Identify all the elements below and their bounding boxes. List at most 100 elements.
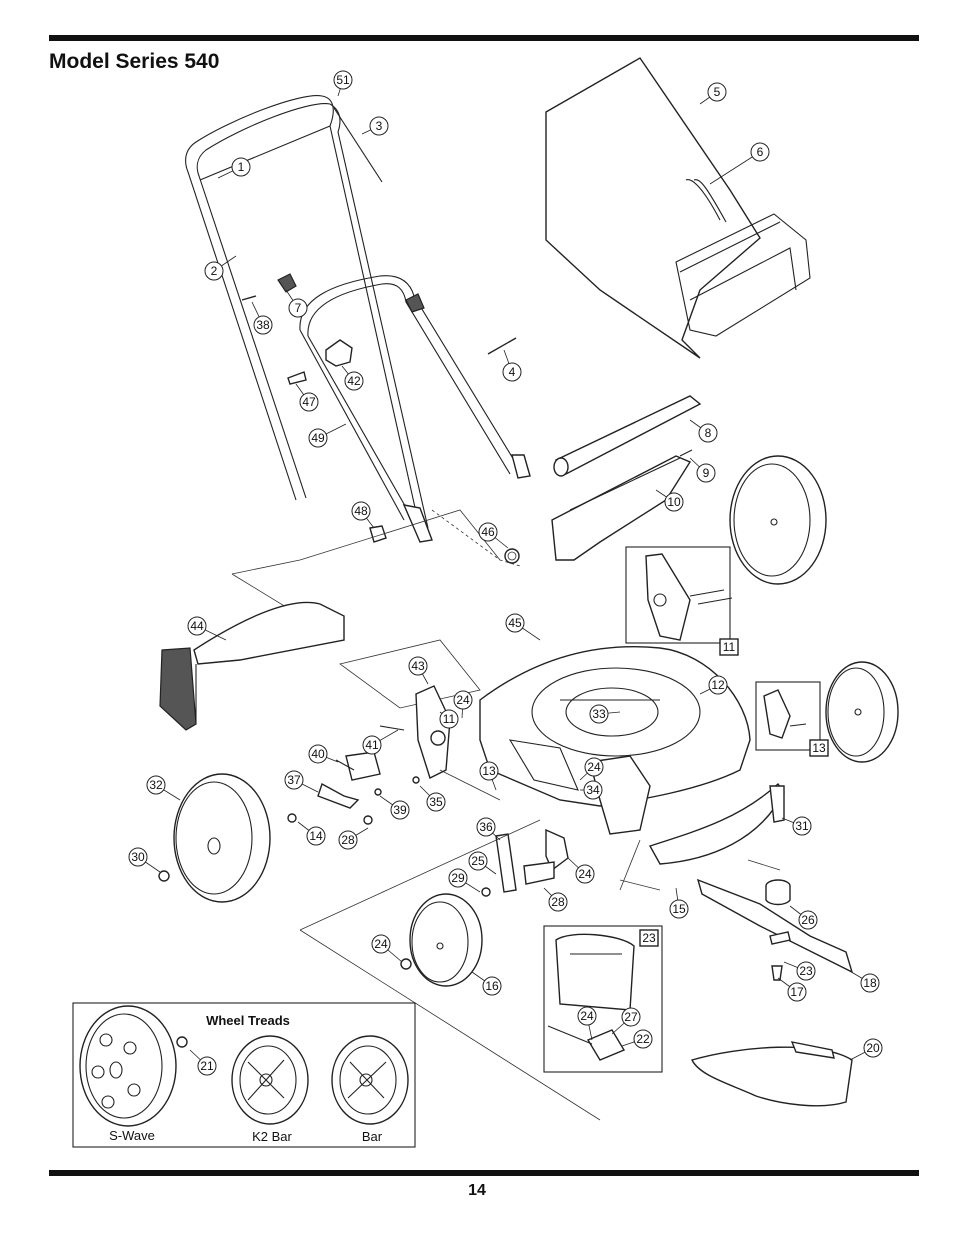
- callout-39: 39: [393, 803, 407, 817]
- callout-24: 24: [374, 937, 388, 951]
- callout-circle-3: [369, 116, 389, 136]
- callout-11: 11: [443, 712, 456, 726]
- mower-deck: [479, 646, 751, 835]
- callout-circle-38: [253, 315, 273, 335]
- tread-label-k2-bar: K2 Bar: [252, 1129, 292, 1144]
- callout-circle-16: [482, 976, 502, 996]
- callout-circle-20: [863, 1038, 883, 1058]
- page-number: 14: [468, 1182, 486, 1199]
- callout-circle-37: [284, 770, 304, 790]
- callout-8: 8: [705, 426, 712, 440]
- callout-circle-39: [390, 800, 410, 820]
- rear-height-adjuster: [287, 685, 451, 825]
- bar-tread: [331, 1035, 409, 1125]
- boxed-callout-11: 11: [723, 640, 736, 654]
- rear-door: [551, 449, 693, 561]
- callout-circle-26: [798, 910, 818, 930]
- s-wave-tread: [79, 1005, 177, 1127]
- callout-circle-45: [505, 613, 525, 633]
- callout-27: 27: [624, 1010, 638, 1024]
- front-baffle: [648, 782, 785, 865]
- callout-circle-17: [787, 982, 807, 1002]
- callout-circle-24: [575, 864, 595, 884]
- callout-circle-32: [146, 775, 166, 795]
- callout-16: 16: [485, 979, 499, 993]
- callout-circle-14: [306, 826, 326, 846]
- callout-circle-34: [583, 780, 603, 800]
- callout-41: 41: [365, 738, 379, 752]
- callout-circle-4: [502, 362, 522, 382]
- wheel-treads-box: Wheel Treads S-Wave K2 Bar Bar: [72, 1002, 416, 1148]
- inset-box-23: [543, 925, 663, 1073]
- tread-label-bar: Bar: [362, 1129, 383, 1144]
- callout-circle-28: [548, 892, 568, 912]
- callout-circle-36: [476, 817, 496, 837]
- callout-circle-18: [860, 973, 880, 993]
- callout-circle-51: [333, 70, 353, 90]
- callout-35: 35: [429, 795, 443, 809]
- blade-bolt: [771, 965, 783, 981]
- callout-circle-13: [479, 761, 499, 781]
- callout-31: 31: [795, 819, 809, 833]
- callout-circle-48: [351, 501, 371, 521]
- callout-circle-28: [338, 830, 358, 850]
- callout-circle-8: [698, 423, 718, 443]
- callout-circle-35: [426, 792, 446, 812]
- callout-circle-23: [796, 961, 816, 981]
- front-wheel-right: [825, 661, 899, 763]
- callout-circle-24: [577, 1006, 597, 1026]
- callout-32: 32: [149, 778, 163, 792]
- callout-6: 6: [757, 145, 764, 159]
- callout-25: 25: [471, 854, 485, 868]
- bottom-rule: [49, 1170, 919, 1176]
- grass-bag: [545, 57, 811, 359]
- callout-10: 10: [667, 495, 681, 509]
- blade-adapter: [765, 879, 791, 906]
- callout-circle-24: [453, 690, 473, 710]
- callout-45: 45: [508, 616, 522, 630]
- rear-wheel-left: [158, 773, 271, 903]
- callout-36: 36: [479, 820, 493, 834]
- callout-43: 43: [411, 659, 425, 673]
- boxed-callout-13: 13: [812, 741, 826, 755]
- callout-circle-10: [664, 492, 684, 512]
- callout-30: 30: [131, 850, 145, 864]
- callout-28: 28: [551, 895, 565, 909]
- callout-9: 9: [703, 466, 710, 480]
- callout-circle-30: [128, 847, 148, 867]
- callout-leader-6: [709, 151, 761, 185]
- callout-47: 47: [302, 395, 316, 409]
- front-wheel-left: [400, 893, 483, 987]
- callout-circle-41: [362, 735, 382, 755]
- rear-deflector: [159, 601, 345, 731]
- k2-bar-tread: [231, 1035, 309, 1125]
- callout-circle-15: [669, 899, 689, 919]
- inset-box-13: [755, 681, 829, 757]
- boxed-callout-23: 23: [642, 931, 656, 945]
- callout-circle-2: [204, 261, 224, 281]
- callout-49: 49: [311, 431, 325, 445]
- callout-circle-12: [708, 675, 728, 695]
- callout-7: 7: [295, 301, 302, 315]
- callout-26: 26: [801, 913, 815, 927]
- callout-21: 21: [200, 1059, 214, 1073]
- callout-circle-24: [371, 934, 391, 954]
- callout-40: 40: [311, 747, 325, 761]
- callout-20: 20: [866, 1041, 880, 1055]
- callout-24: 24: [580, 1009, 594, 1023]
- page-title: Model Series 540: [49, 50, 220, 73]
- callout-3: 3: [376, 119, 383, 133]
- top-rule: [49, 35, 919, 41]
- callout-circle-49: [308, 428, 328, 448]
- callout-44: 44: [190, 619, 204, 633]
- front-height-adjuster: [481, 828, 569, 897]
- callout-circle-31: [792, 816, 812, 836]
- callout-circle-9: [696, 463, 716, 483]
- callout-circle-27: [621, 1007, 641, 1027]
- callout-circle-47: [299, 392, 319, 412]
- callout-2: 2: [211, 264, 218, 278]
- callout-17: 17: [790, 985, 804, 999]
- callout-circle-7: [288, 298, 308, 318]
